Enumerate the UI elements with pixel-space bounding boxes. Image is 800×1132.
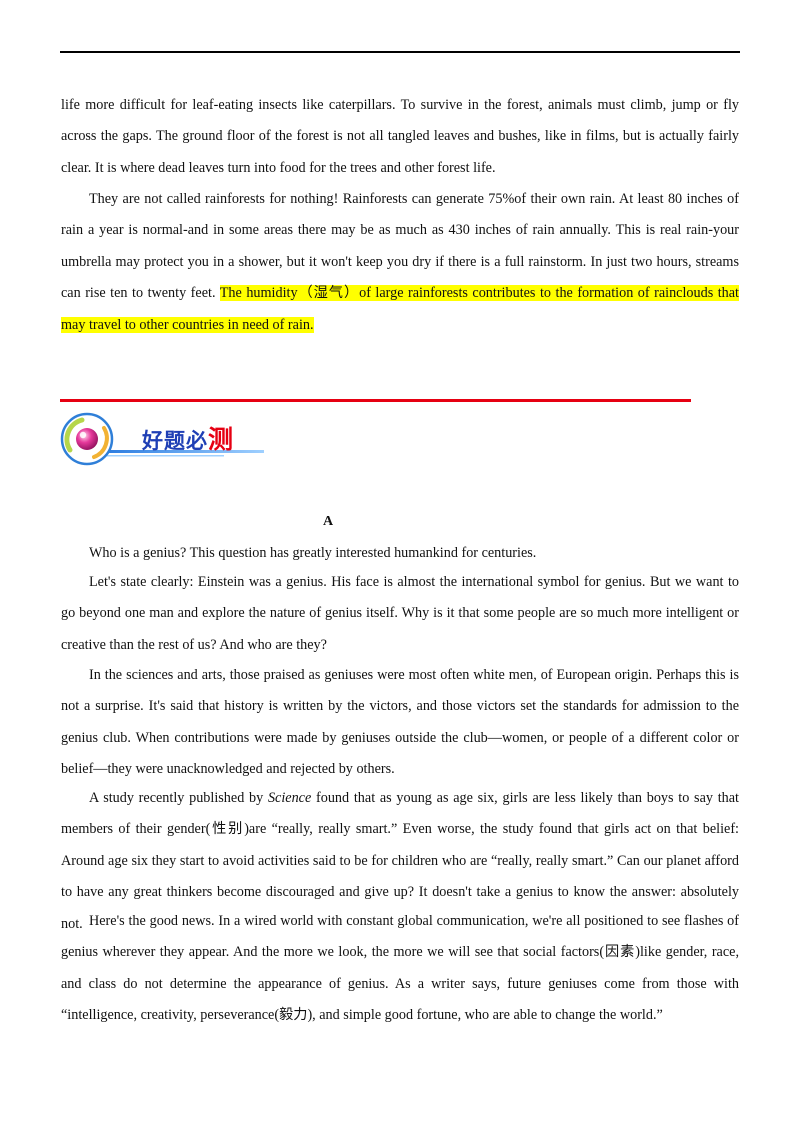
passage-label: A [322,514,334,529]
target-ball-icon [60,412,114,466]
paragraph-text: They are not called rainforests for noth… [61,191,739,302]
paragraph-genius-4: A study recently published by Science fo… [61,783,739,940]
section-divider [60,399,691,402]
paragraph-rainforest-2: They are not called rainforests for noth… [61,184,739,341]
paragraph-genius-3: In the sciences and arts, those praised … [61,667,739,778]
paragraph-text: found that as young as age six, girls ar… [61,790,739,932]
paragraph-genius-2: Let's state clearly: Einstein was a geni… [61,574,739,653]
section-title-accent: 测 [208,425,235,454]
journal-title: Science [267,790,312,806]
section-badge [60,412,264,466]
header-rule [60,51,740,53]
paragraph-text: A study recently published by [89,790,268,806]
section-title: 好题必测 [142,420,234,456]
section-title-main: 好题必 [142,429,208,453]
paragraph-genius-5: Here's the good news. In a wired world w… [61,913,739,1024]
paragraph-genius-1: Who is a genius? This question has great… [89,545,537,561]
paragraph-rainforest-1: life more difficult for leaf-eating inse… [61,97,739,176]
